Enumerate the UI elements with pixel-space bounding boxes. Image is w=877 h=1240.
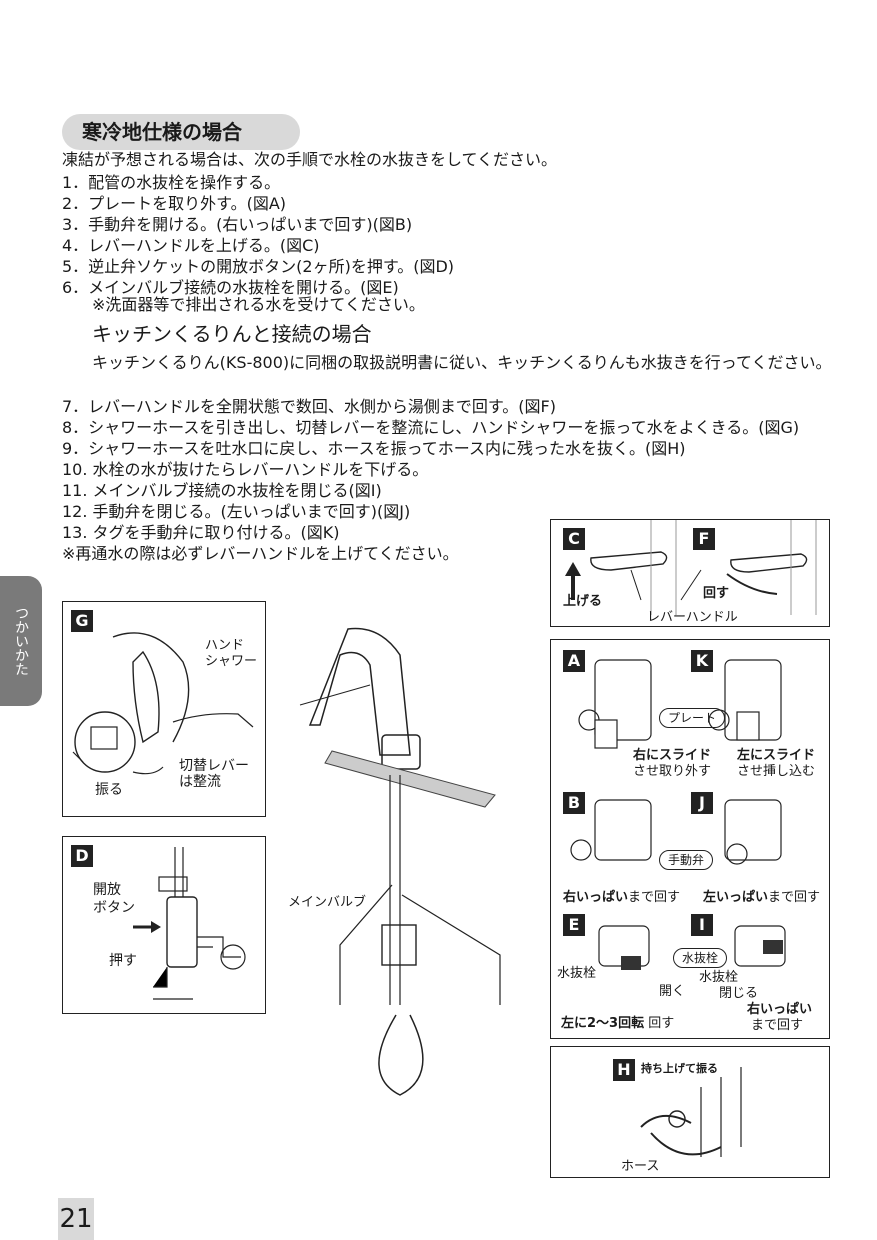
right-full-e: 右いっぱい [747,1002,813,1017]
step-12: 12. 手動弁を閉じる。(左いっぱいまで回す)(図J) [62,502,411,521]
step-6-note: ※洗面器等で排出される水を受けてください。 [92,295,425,314]
step-7: 7．レバーハンドルを全開状態で数回、水側から湯側まで回す。(図F) [62,397,556,416]
step-5: 5．逆止弁ソケットの開放ボタン(2ヶ所)を押す。(図D) [62,257,455,276]
hose-label: ホース [621,1159,660,1174]
lever-illustration [565,520,817,615]
left-full-turn: 左いっぱいまで回す [703,890,821,905]
lever-label: レバーハンドル [647,610,738,625]
drain-plug-label-e: 水抜栓 [557,966,597,981]
open-label: 開く [659,984,686,999]
step-11: 11. メインバルブ接続の水抜栓を閉じる(図I) [62,481,382,500]
drain-plug-tag: 水抜栓 [673,948,728,968]
lift-shake-label: 持ち上げて振る [641,1062,718,1075]
drain-plug-label-i: 水抜栓 [699,970,739,985]
right-slide-label: 右にスライド [633,748,712,763]
label-d: D [71,845,93,867]
hose-illustration [640,1067,742,1157]
label-k: K [691,650,713,672]
page-number: 21 [58,1198,94,1240]
turn-label: 回す [703,586,730,601]
step-4: 4．レバーハンドルを上げる。(図C) [62,236,320,255]
valves-illustration [570,659,786,970]
label-b: B [563,792,585,814]
step-8: 8．シャワーホースを引き出し、切替レバーを整流にし、ハンドシャワーを振って水をよ… [62,418,800,437]
figure-d: D 開放 ボタン 押す [62,836,266,1014]
steps-list-a: 1．配管の水抜栓を操作する。 2．プレートを取り外す。(図A) 3．手動弁を開け… [62,172,454,298]
plate-tag: プレート [659,708,726,728]
reflow-note: ※再通水の際は必ずレバーハンドルを上げてください。 [62,544,459,563]
section-title: 寒冷地仕様の場合 [62,114,300,150]
kitchen-text: キッチンくるりん(KS-800)に同梱の取扱説明書に従い、キッチンくるりんも水抜… [92,353,832,372]
right-slide-sub: させ取り外す [633,764,712,779]
up-label: 上げる [563,594,603,609]
left-slide-label: 左にスライド [737,748,816,763]
step-2: 2．プレートを取り外す。(図A) [62,194,287,213]
figure-g: G ハンド シャワー 切替レバー は整流 振る [62,601,266,817]
figure-valves: A K プレート 右にスライド させ取り外す 左にスライド させ挿し込む B J… [550,639,830,1039]
faucet-illustration [299,627,501,1096]
label-f: F [693,528,715,550]
socket-illustration [133,847,246,1000]
side-tab[interactable]: つかいかた [0,576,42,706]
figure-h: H 持ち上げて振る ホース [550,1046,830,1178]
figure-cf: C F 上げる 回す レバーハンドル [550,519,830,627]
label-i: I [691,914,713,936]
label-g: G [71,610,93,632]
right-full-turn: 右いっぱいまで回す [563,890,681,905]
step-10: 10. 水栓の水が抜けたらレバーハンドルを下げる。 [62,460,429,479]
switch-lever-label: 切替レバー は整流 [179,758,249,790]
step-3: 3．手動弁を開ける。(右いっぱいまで回す)(図B) [62,215,413,234]
manual-valve-tag: 手動弁 [659,850,714,870]
release-button-label: 開放 ボタン [93,882,135,916]
intro-text: 凍結が予想される場合は、次の手順で水栓の水抜きをしてください。 [62,150,558,169]
hand-shower-illustration [72,632,254,775]
step-6: 6．メインバルブ接続の水抜栓を開ける。(図E) [62,278,399,297]
label-j: J [691,792,713,814]
label-e: E [563,914,585,936]
step-13: 13. タグを手動弁に取り付ける。(図K) [62,523,340,542]
left-slide-sub: させ挿し込む [737,764,816,779]
kitchen-heading: キッチンくるりんと接続の場合 [92,322,372,346]
label-h: H [613,1059,635,1081]
left-turns-label: 左に2〜3回転 回す [561,1016,675,1031]
step-1: 1．配管の水抜栓を操作する。 [62,173,281,192]
push-label: 押す [109,953,137,969]
steps-list-b: 7．レバーハンドルを全開状態で数回、水側から湯側まで回す。(図F) 8．シャワー… [62,396,799,564]
main-valve-label: メインバルブ [288,895,367,910]
right-full-e-suffix: まで回す [751,1018,804,1033]
close-label: 閉じる [719,986,759,1001]
label-c: C [563,528,585,550]
hand-shower-label: ハンド シャワー [205,638,258,669]
label-a: A [563,650,585,672]
step-9: 9．シャワーホースを吐水口に戻し、ホースを振ってホース内に残った水を抜く。(図H… [62,439,686,458]
shake-label: 振る [95,782,123,798]
